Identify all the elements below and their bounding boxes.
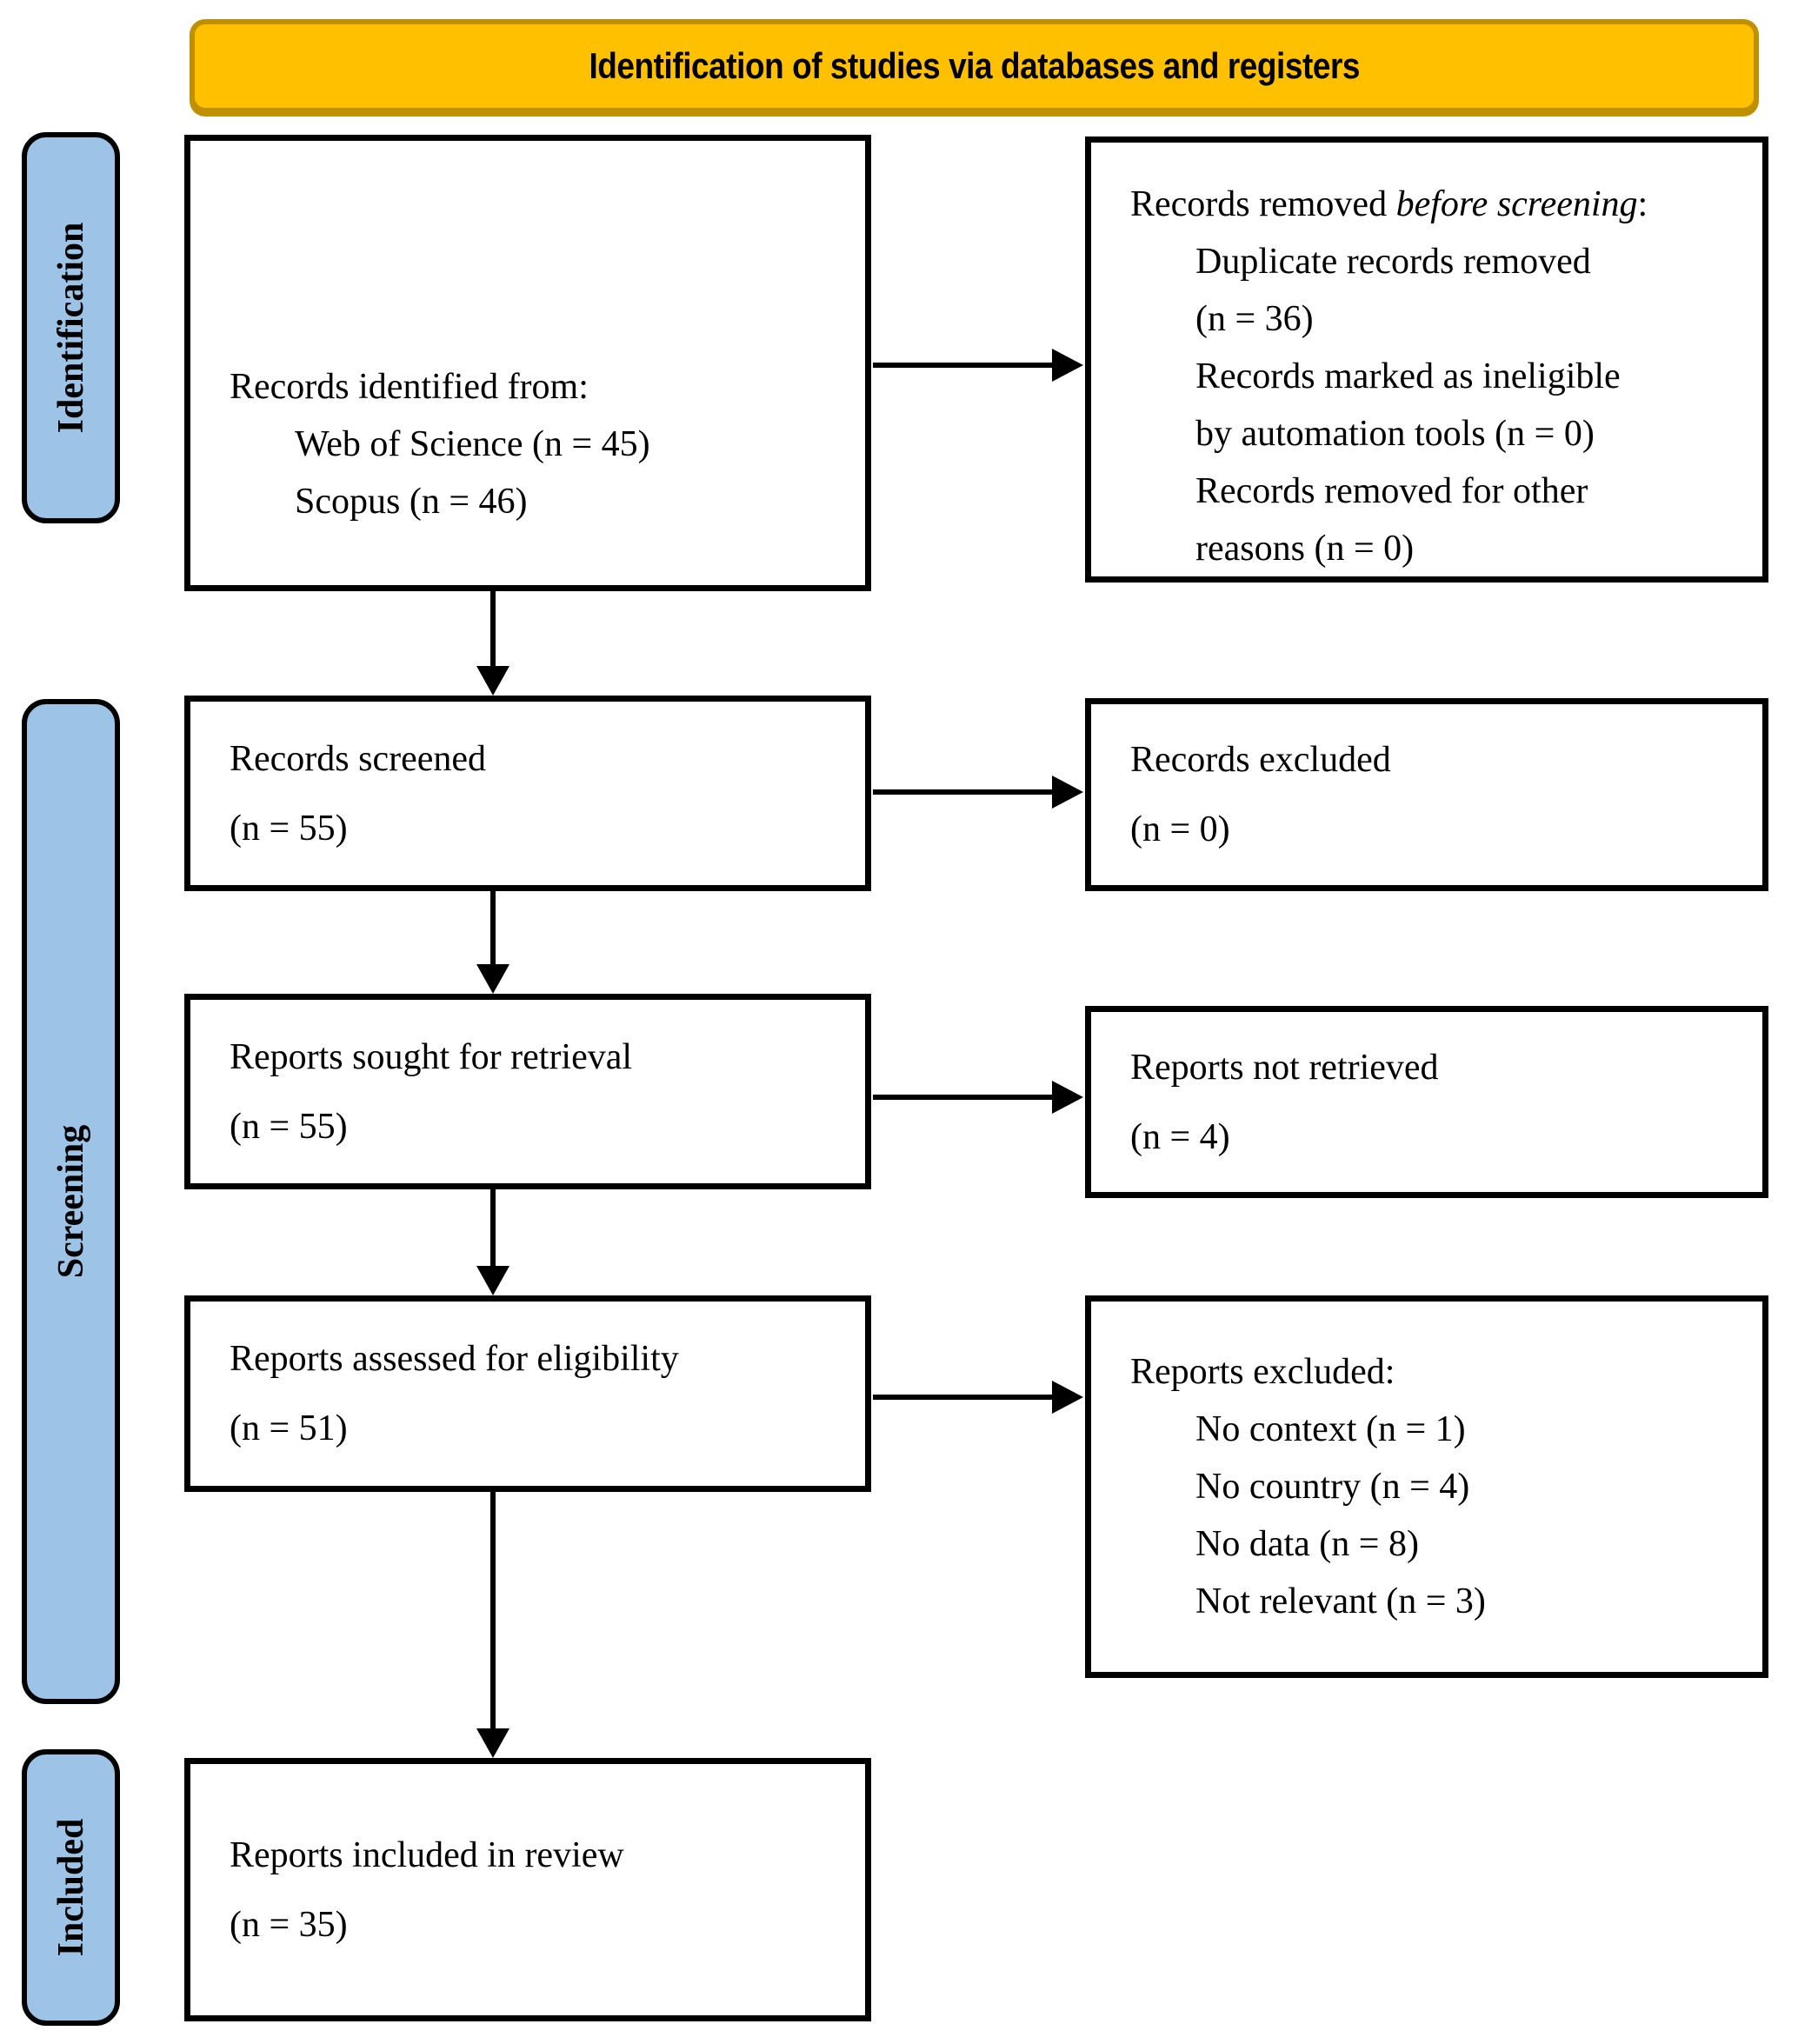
box-reports-included: Reports included in review (n = 35) — [184, 1758, 871, 2021]
records-removed-heading: Records removed before screening: — [1130, 184, 1648, 224]
box-records-identified: Records identified from: Web of Science … — [184, 135, 871, 591]
arrow-screened-to-excluded-head — [1052, 776, 1083, 809]
records-removed-heading-italic: before screening — [1395, 184, 1638, 224]
reports-excluded-reason-no-country: No country (n = 4) — [1195, 1467, 1470, 1507]
box-reports-not-retrieved: Reports not retrieved (n = 4) — [1085, 1006, 1768, 1198]
stage-label-included: Included — [22, 1749, 120, 2026]
reports-not-retrieved-label: Reports not retrieved — [1130, 1047, 1439, 1088]
stage-label-identification-text: Identification — [50, 222, 91, 434]
reports-excluded-reason-no-data: No data (n = 8) — [1195, 1524, 1419, 1564]
reports-included-count: (n = 35) — [230, 1904, 348, 1945]
stage-label-included-text: Included — [50, 1818, 91, 1957]
stage-label-screening: Screening — [22, 699, 120, 1704]
arrow-identified-to-screened-head — [476, 666, 509, 696]
box-records-removed-before-screening: Records removed before screening: Duplic… — [1085, 136, 1768, 583]
reports-sought-count: (n = 55) — [230, 1106, 348, 1147]
records-identified-source-web-of-science: Web of Science (n = 45) — [295, 424, 650, 464]
records-identified-heading: Records identified from: — [230, 367, 589, 407]
box-records-screened: Records screened (n = 55) — [184, 696, 871, 891]
arrow-screened-to-sought-line — [490, 891, 496, 966]
box-reports-assessed: Reports assessed for eligibility (n = 51… — [184, 1295, 871, 1492]
stage-label-identification: Identification — [22, 132, 120, 523]
reports-included-label: Reports included in review — [230, 1834, 624, 1875]
arrow-assessed-to-reports-excluded-line — [873, 1395, 1054, 1400]
arrow-screened-to-excluded-line — [873, 789, 1054, 795]
arrow-identified-to-removed-head — [1052, 349, 1083, 382]
records-screened-count: (n = 55) — [230, 808, 348, 849]
banner-title: Identification of studies via databases … — [589, 45, 1360, 86]
arrow-sought-to-not-retrieved-line — [873, 1095, 1054, 1100]
arrow-sought-to-assessed-head — [476, 1266, 509, 1295]
arrow-identified-to-removed-line — [873, 363, 1054, 368]
box-reports-excluded: Reports excluded: No context (n = 1) No … — [1085, 1295, 1768, 1678]
records-excluded-count: (n = 0) — [1130, 809, 1230, 849]
reports-excluded-reason-not-relevant: Not relevant (n = 3) — [1195, 1581, 1486, 1621]
banner: Identification of studies via databases … — [190, 19, 1759, 113]
records-identified-source-scopus: Scopus (n = 46) — [295, 482, 528, 522]
reports-excluded-reason-no-context: No context (n = 1) — [1195, 1409, 1466, 1449]
records-screened-label: Records screened — [230, 738, 487, 779]
arrow-sought-to-not-retrieved-head — [1052, 1081, 1083, 1114]
records-removed-other-line2: reasons (n = 0) — [1195, 529, 1415, 569]
reports-assessed-label: Reports assessed for eligibility — [230, 1339, 679, 1379]
stage-label-screening-text: Screening — [50, 1124, 91, 1279]
box-records-excluded: Records excluded (n = 0) — [1085, 698, 1768, 891]
arrow-screened-to-sought-head — [476, 964, 509, 994]
arrow-assessed-to-reports-excluded-head — [1052, 1381, 1083, 1414]
reports-assessed-count: (n = 51) — [230, 1408, 348, 1448]
duplicate-records-removed-line2: (n = 36) — [1195, 299, 1314, 339]
records-removed-other-line1: Records removed for other — [1195, 471, 1588, 511]
arrow-assessed-to-included-head — [476, 1728, 509, 1758]
arrow-sought-to-assessed-line — [490, 1189, 496, 1268]
reports-sought-label: Reports sought for retrieval — [230, 1036, 633, 1077]
reports-not-retrieved-count: (n = 4) — [1130, 1116, 1230, 1157]
records-excluded-label: Records excluded — [1130, 740, 1391, 780]
box-reports-sought: Reports sought for retrieval (n = 55) — [184, 994, 871, 1189]
records-marked-ineligible-line1: Records marked as ineligible — [1195, 356, 1621, 396]
arrow-identified-to-screened-line — [490, 591, 496, 668]
records-marked-ineligible-line2: by automation tools (n = 0) — [1195, 414, 1595, 454]
duplicate-records-removed-line1: Duplicate records removed — [1195, 242, 1591, 282]
reports-excluded-heading: Reports excluded: — [1130, 1352, 1395, 1392]
arrow-assessed-to-included-line — [490, 1492, 496, 1728]
